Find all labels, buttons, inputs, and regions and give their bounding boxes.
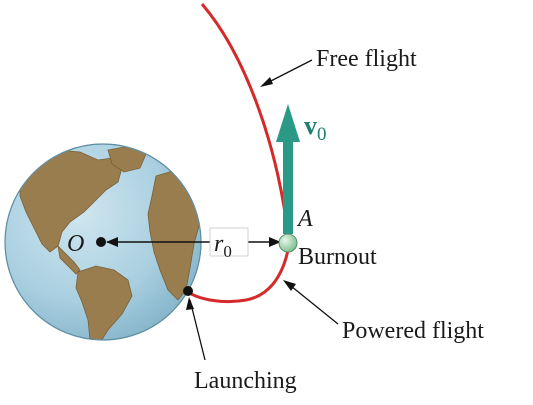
launching-leader bbox=[186, 297, 206, 361]
free-flight-curve bbox=[200, 3, 290, 237]
free-flight-leader bbox=[260, 59, 313, 87]
origin-label: O bbox=[67, 231, 84, 257]
radius-r0-arrow bbox=[106, 227, 281, 257]
burnout-label: Burnout bbox=[298, 244, 377, 270]
velocity-arrow bbox=[276, 104, 300, 234]
v0-label: v0 bbox=[304, 111, 327, 145]
south-america-land bbox=[75, 265, 133, 340]
r0-subscript: 0 bbox=[223, 242, 232, 261]
v0-subscript: 0 bbox=[317, 124, 327, 145]
launching-label: Launching bbox=[194, 368, 297, 394]
point-a-label: A bbox=[296, 206, 313, 232]
burnout-point bbox=[278, 233, 298, 253]
origin-point bbox=[96, 237, 106, 247]
earth-landmasses bbox=[19, 145, 201, 340]
powered-flight-curve bbox=[187, 249, 290, 304]
free-flight-label: Free flight bbox=[316, 46, 417, 72]
powered-flight-leader bbox=[283, 280, 339, 325]
north-america-land bbox=[19, 149, 123, 253]
launching-point bbox=[183, 286, 193, 296]
powered-flight-label: Powered flight bbox=[342, 318, 484, 344]
earth-globe bbox=[4, 143, 202, 341]
radius-label: r0 bbox=[214, 231, 232, 261]
v0-letter: v bbox=[304, 111, 317, 140]
r0-letter: r bbox=[214, 231, 224, 257]
